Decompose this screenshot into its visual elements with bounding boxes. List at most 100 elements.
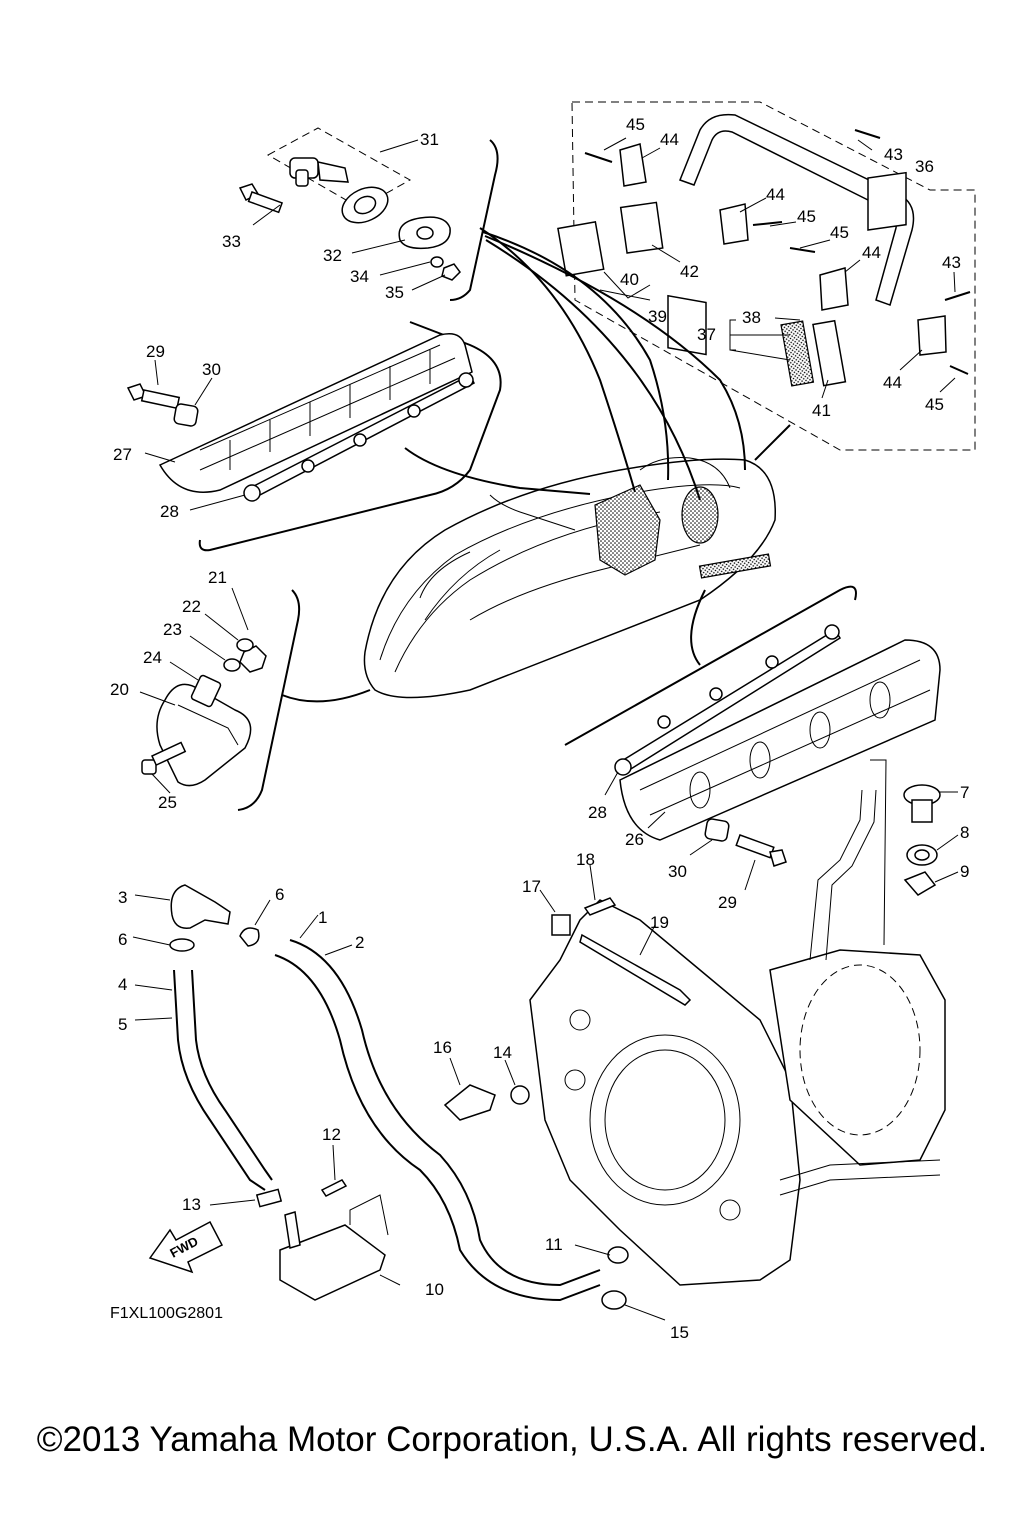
callout-28: 28 [588, 803, 607, 822]
plug-7-9-parts [870, 759, 959, 946]
callout-16: 16 [433, 1038, 452, 1057]
callout-23: 23 [163, 620, 182, 639]
washer-22-part [236, 638, 254, 652]
callout-29: 29 [718, 893, 737, 912]
callout-45: 45 [626, 115, 645, 134]
sponson-27-part [158, 333, 473, 493]
panel-grab-handle [557, 101, 976, 451]
callout-9: 9 [960, 862, 969, 881]
bracket-44-parts [619, 143, 947, 356]
rail-28-part [243, 372, 476, 502]
bolt-29b-part [735, 834, 787, 867]
callout-30: 30 [202, 360, 221, 379]
callout-7: 7 [960, 783, 969, 802]
callout-31: 31 [420, 130, 439, 149]
callout-24: 24 [143, 648, 162, 667]
rivet-18-part [583, 897, 617, 916]
drawing-code: F1XL100G2801 [110, 1305, 223, 1322]
callout-27: 27 [113, 445, 132, 464]
bolt-33-part [238, 183, 284, 214]
callout-32: 32 [323, 246, 342, 265]
callout-44: 44 [660, 130, 679, 149]
callout-1: 1 [318, 908, 327, 927]
callout-11: 11 [545, 1235, 563, 1254]
callout-18: 18 [576, 850, 595, 869]
screws-43-45-parts [584, 129, 971, 375]
copyright-notice: ©2013 Yamaha Motor Corporation, U.S.A. A… [36, 1420, 988, 1459]
bolt-25-part [141, 741, 187, 775]
hose-5-part [173, 969, 266, 1191]
cover-16-part [443, 1084, 496, 1121]
callout-45: 45 [797, 207, 816, 226]
plug-housing-part [341, 186, 389, 224]
leader-curves [281, 227, 791, 703]
collar-30b-part [704, 818, 730, 842]
callout-17: 17 [522, 877, 541, 896]
bow-eye-20-part [156, 683, 252, 787]
callout-37: 37 [697, 325, 716, 344]
fwd-arrow: FWD [148, 1220, 224, 1274]
fitting-12-part [320, 1179, 348, 1197]
callout-19: 19 [650, 913, 669, 932]
callout-45: 45 [925, 395, 944, 414]
clamp-15-part [601, 1290, 627, 1310]
elbow-3-part [170, 884, 231, 929]
pad-40-42-parts [557, 201, 664, 277]
callout-43: 43 [884, 145, 903, 164]
grab-bar-part [667, 113, 915, 356]
callout-20: 20 [110, 680, 129, 699]
callout-43: 43 [942, 253, 961, 272]
exploded-parts-diagram: FWD F1XL100G2801 1 2 3 4 5 6 6 7 8 9 10 … [110, 101, 976, 1342]
callout-10: 10 [425, 1280, 444, 1299]
callout-12: 12 [322, 1125, 341, 1144]
collar-30-part [173, 403, 199, 427]
callout-numbers: 1 2 3 4 5 6 6 7 8 9 10 11 12 13 14 15 16… [110, 115, 969, 1342]
plug-14-part [510, 1085, 530, 1105]
callout-22: 22 [182, 597, 201, 616]
jet-housing [529, 789, 946, 1286]
callout-25: 25 [158, 793, 177, 812]
callout-38: 38 [742, 308, 761, 327]
panel-drain-plug [238, 127, 499, 301]
callout-3: 3 [118, 888, 127, 907]
stud-24-part [190, 674, 222, 708]
valve-10-part [279, 1224, 386, 1301]
bolt-29-part [126, 383, 181, 410]
panel-sponson-right [564, 585, 941, 891]
clamp-11-part [607, 1246, 629, 1264]
callout-40: 40 [620, 270, 639, 289]
callout-6: 6 [275, 885, 284, 904]
watercraft-hull [363, 457, 776, 699]
sponson-26-part [619, 639, 941, 841]
washer-23-part [223, 658, 241, 672]
callout-2: 2 [355, 933, 364, 952]
callout-44: 44 [883, 373, 902, 392]
callout-21: 21 [208, 568, 227, 587]
callout-28: 28 [160, 502, 179, 521]
callout-44: 44 [766, 185, 785, 204]
clamp-6b-part [239, 927, 260, 947]
callout-39: 39 [648, 307, 667, 326]
callout-42: 42 [680, 262, 699, 281]
clip-17-part [551, 914, 571, 936]
fitting-13-part [255, 1188, 283, 1208]
callout-44: 44 [862, 243, 881, 262]
callout-14: 14 [493, 1043, 512, 1062]
callout-34: 34 [350, 267, 369, 286]
nut-21-part [239, 645, 267, 673]
callout-29: 29 [146, 342, 165, 361]
callout-35: 35 [385, 283, 404, 302]
callout-5: 5 [118, 1015, 127, 1034]
callout-36: 36 [915, 157, 934, 176]
clamp-6a-part [169, 938, 195, 952]
rail-28b-part [614, 624, 842, 776]
hose-2-part [274, 954, 601, 1302]
callout-6: 6 [118, 930, 127, 949]
callout-33: 33 [222, 232, 241, 251]
panel-sponson-left [126, 321, 502, 552]
callout-26: 26 [625, 830, 644, 849]
callout-15: 15 [670, 1323, 689, 1342]
callout-8: 8 [960, 823, 969, 842]
tie-19-part [579, 933, 692, 1006]
gasket-part [398, 216, 451, 250]
